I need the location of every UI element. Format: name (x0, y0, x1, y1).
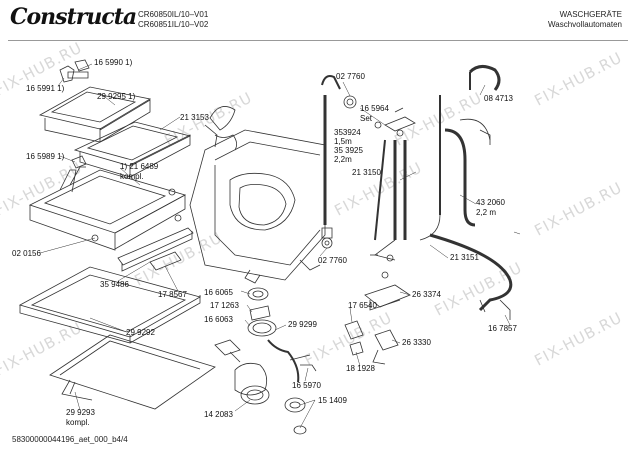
part-label: 21 3153 (180, 113, 209, 122)
part-181928 (349, 341, 364, 356)
model-number-2: CR60851IL/10–V02 (138, 20, 209, 29)
hose-bend-084713 (468, 65, 501, 91)
tub-housing (189, 129, 326, 281)
part-label: 02 7760 (336, 72, 365, 81)
part-label: 1,5m (334, 137, 352, 146)
part-label: 43 2060 (476, 198, 505, 207)
part-label: 16 5964 (360, 104, 389, 113)
part-clip-165990 (74, 59, 90, 72)
gasket-027760a (343, 95, 357, 109)
part-label: 14 2083 (204, 410, 233, 419)
ring-166063 (247, 319, 277, 337)
part-263330 (374, 329, 399, 351)
pump-part (214, 339, 241, 356)
part-178567 (149, 251, 182, 271)
clamp-167857 (499, 299, 511, 320)
hose-connector (209, 106, 236, 131)
part-label: kompl. (120, 172, 144, 181)
part-label: 16 5970 (292, 381, 321, 390)
part-171263 (249, 305, 271, 321)
part-clip-165991 (59, 65, 75, 83)
part-label: 02 0156 (12, 249, 41, 258)
document-id: 58300000044196_aet_000_b4/4 (12, 435, 128, 444)
model-number-1: CR60850IL/10–V01 (138, 10, 209, 19)
part-label: 02 7760 (318, 256, 347, 265)
ring-151409 (284, 397, 306, 413)
category-title: WASCHGERÄTE (559, 10, 622, 19)
sensor-165970 (300, 364, 317, 372)
part-label: 2,2m (334, 155, 352, 164)
valve-set-165964 (384, 116, 416, 132)
part-176540 (344, 320, 364, 340)
part-label: 16 7857 (488, 324, 517, 333)
part-label: 18 1928 (346, 364, 375, 373)
part-label: 35 9486 (100, 280, 129, 289)
part-label: 35 3925 (334, 146, 363, 155)
part-label: 17 8567 (158, 290, 187, 299)
bracket-359486 (117, 227, 194, 266)
part-label: 26 3330 (402, 338, 431, 347)
part-label: 16 5991 1) (26, 84, 65, 93)
brand-logo: Constructa (10, 4, 137, 30)
part-label: 21 3150 (352, 168, 381, 177)
screw (168, 188, 176, 196)
hose-299299 (267, 339, 300, 383)
part-label: 29 9292 (126, 328, 155, 337)
cover-plate-299293 (49, 334, 216, 410)
part-label: 2,2 m (476, 208, 497, 217)
pump-142083 (234, 362, 268, 396)
inlet-hose-432060 (444, 128, 476, 227)
part-label: 08 4713 (484, 94, 513, 103)
part-label: 16 6065 (204, 288, 233, 297)
part-label: 1) 21 6489 (120, 162, 159, 171)
part-label: kompl. (66, 418, 90, 427)
detergent-drawer-299295 (38, 86, 152, 130)
part-label: 353924 (334, 128, 361, 137)
part-label: 16 6063 (204, 315, 233, 324)
part-label: 15 1409 (318, 396, 347, 405)
category-subtitle: Waschvollautomaten (548, 20, 622, 29)
part-label: 16 5990 1) (94, 58, 133, 67)
gasket-027760b (321, 237, 333, 249)
part-label: 16 5989 1) (26, 152, 65, 161)
part-165989 (71, 155, 87, 169)
door-frame-299292 (18, 266, 202, 338)
part-label: 29 9293 (66, 408, 95, 417)
header-divider (8, 40, 628, 41)
part-label: 17 6540 (348, 301, 377, 310)
part-label: Set (360, 114, 373, 123)
part-label: 21 3151 (450, 253, 479, 262)
plate-hook (61, 379, 93, 401)
part-label: 29 9295 1) (97, 92, 136, 101)
drain-hose-213151 (429, 233, 513, 312)
ring-166065 (247, 287, 269, 301)
part-label: 17 1263 (210, 301, 239, 310)
part-label: 29 9299 (288, 320, 317, 329)
part-label: 26 3374 (412, 290, 441, 299)
